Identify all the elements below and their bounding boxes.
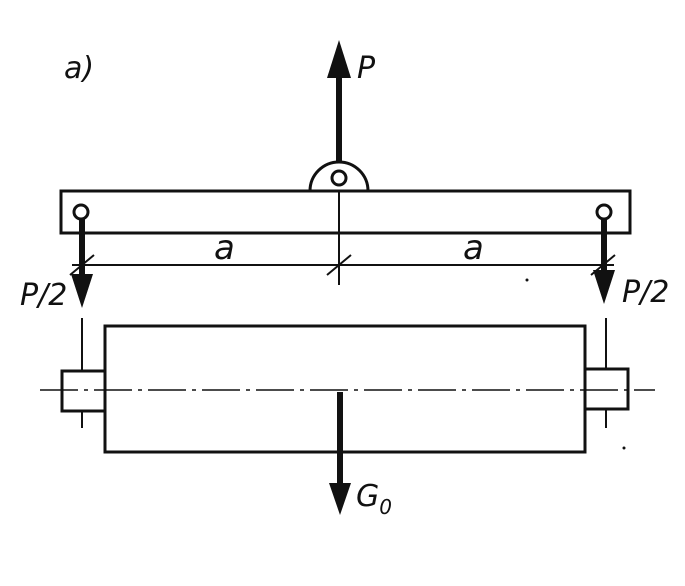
weight-arrow	[329, 392, 351, 515]
print-speck	[525, 278, 529, 282]
weight-label-sub: 0	[379, 495, 392, 519]
lifting-shackle	[308, 160, 370, 193]
left-pin	[72, 203, 90, 221]
force-right-label: P/2	[622, 275, 669, 310]
force-left-arrow	[71, 219, 93, 308]
roller-body	[103, 324, 587, 454]
dimension-a-left: a	[214, 228, 235, 268]
force-p-label: P	[357, 51, 376, 86]
left-journal	[60, 369, 107, 413]
panel-label: a)	[64, 51, 94, 86]
right-journal	[583, 367, 630, 411]
weight-label: G0	[356, 479, 392, 519]
right-pin	[595, 203, 613, 221]
weight-label-main: G	[356, 479, 379, 514]
dimension-line	[69, 254, 616, 276]
force-right-arrow	[593, 219, 615, 304]
force-p-arrow	[327, 40, 351, 162]
print-speck	[622, 446, 626, 450]
spreader-beam	[59, 189, 632, 235]
roller-load	[60, 324, 630, 454]
dimension-a-right: a	[463, 228, 484, 268]
force-left-label: P/2	[20, 278, 67, 313]
